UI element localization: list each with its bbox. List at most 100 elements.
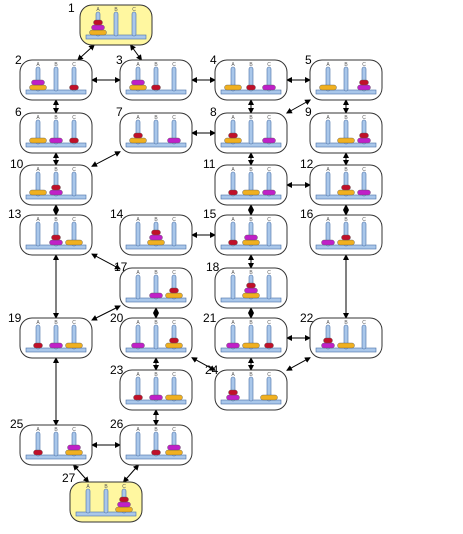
disc-large [65,342,83,349]
disc-small [359,79,369,86]
peg-c [361,221,367,247]
disc-large [224,137,242,144]
disc-large [129,84,147,91]
peg-label: C [72,167,76,173]
peg-label: B [54,62,58,68]
disc-large [242,239,260,246]
disc-small [341,234,351,241]
peg-label: B [114,7,118,13]
peg-label: B [154,270,158,276]
disc-small [323,337,333,344]
disc-small [151,449,161,456]
disc-large [115,506,133,513]
peg-label: A [136,427,140,433]
disc-small [69,84,79,91]
peg-a [135,431,141,457]
peg-label: A [136,115,140,121]
peg-a [230,274,236,300]
disc-small [151,84,161,91]
peg-label: C [172,270,176,276]
disc-large [242,342,260,349]
peg-label: C [72,427,76,433]
peg-label: A [231,320,235,326]
disc-large [165,342,183,349]
peg-c [171,66,177,92]
disc-large [224,84,242,91]
state-number-label: 6 [15,105,22,119]
disc-medium [131,79,145,86]
peg-label: B [249,217,253,223]
peg-a [135,221,141,247]
disc-medium [49,137,63,144]
disc-small [69,137,79,144]
peg-label: A [326,320,330,326]
peg-label: B [344,167,348,173]
peg-label: A [326,167,330,173]
disc-small [133,132,143,139]
peg-c [361,324,367,350]
disc-medium [357,137,371,144]
edge-5-8 [285,99,312,114]
peg-c [266,274,272,300]
disc-small [359,132,369,139]
disc-large [165,292,183,299]
disc-small [33,342,43,349]
disc-large [242,189,260,196]
disc-small [246,282,256,289]
peg-label: B [154,217,158,223]
disc-medium [357,84,371,91]
state-number-label: 25 [10,417,24,431]
peg-label: C [267,115,271,121]
disc-large [319,84,337,91]
peg-label: B [54,427,58,433]
peg-label: B [154,320,158,326]
peg-label: C [267,320,271,326]
disc-medium [49,189,63,196]
peg-label: C [172,217,176,223]
peg-label: A [96,7,100,13]
disc-medium [117,501,131,508]
peg-label: C [72,62,76,68]
peg-label: C [172,62,176,68]
peg-label: A [326,62,330,68]
disc-small [228,239,238,246]
edge-25-27 [72,464,90,483]
edge-24-22 [286,357,311,371]
peg-label: A [136,372,140,378]
disc-large [165,449,183,456]
peg-label: C [362,320,366,326]
disc-large [165,394,183,401]
peg-label: A [231,217,235,223]
peg-label: A [136,217,140,223]
peg-label: B [249,372,253,378]
state-number-label: 16 [300,207,314,221]
disc-large [29,189,47,196]
state-number-label: 9 [305,105,312,119]
peg-b [53,431,59,457]
state-number-label: 11 [203,157,216,171]
state-number-label: 13 [8,207,22,221]
peg-c [266,221,272,247]
disc-small [133,394,143,401]
peg-label: C [72,217,76,223]
edge-1-3 [129,44,143,61]
peg-b [153,119,159,145]
peg-b [343,66,349,92]
disc-large [147,239,165,246]
disc-small [93,19,103,26]
disc-large [89,29,107,36]
state-number-label: 3 [116,53,123,67]
disc-medium [244,234,258,241]
disc-medium [91,24,105,31]
peg-label: A [36,320,40,326]
edge-19-17 [91,305,121,321]
peg-label: B [249,320,253,326]
disc-medium [67,444,81,451]
peg-label: C [267,62,271,68]
peg-label: B [104,484,108,490]
